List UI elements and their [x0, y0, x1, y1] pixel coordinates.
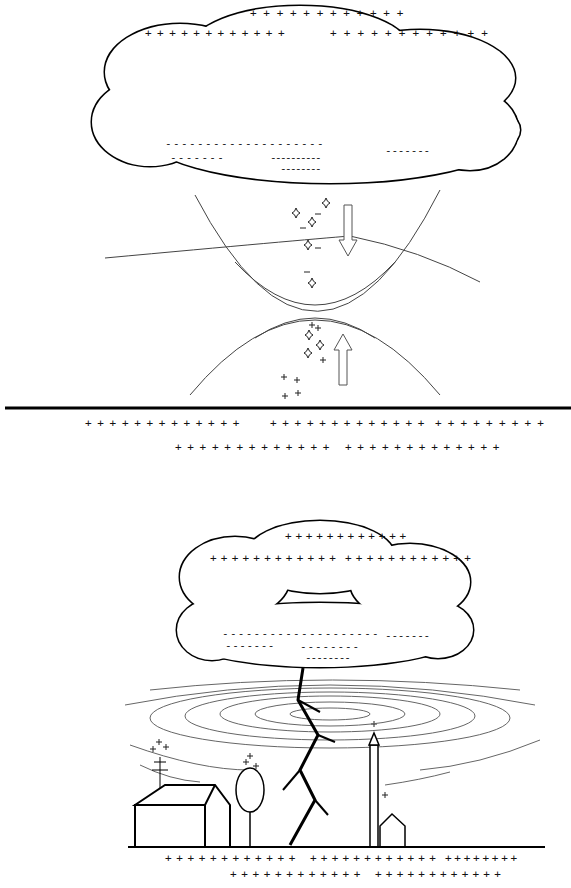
charge-sparks — [150, 198, 388, 798]
charge-row: ++++++++++++ — [310, 853, 440, 864]
charge-row: -------- — [300, 641, 360, 652]
charge-mark — [294, 377, 300, 383]
tree — [236, 768, 264, 847]
charge-mark — [305, 330, 313, 340]
field-lines — [105, 190, 480, 395]
charge-mark — [304, 240, 312, 250]
charge-mark — [322, 198, 330, 208]
field-rings — [125, 680, 540, 785]
ground-line — [128, 846, 545, 848]
charge-row: +++++++++++++ — [175, 442, 335, 453]
charge-row: ++++++++ — [445, 853, 520, 864]
charge-row: -------------------- — [222, 628, 380, 639]
charge-mark — [315, 214, 321, 215]
charge-row: -------------------- — [165, 138, 325, 149]
charge-mark — [309, 322, 315, 328]
charge-row: -------- — [280, 163, 320, 174]
charge-row: ++++++++++++ — [145, 28, 290, 39]
charge-row: ------- — [170, 152, 225, 163]
charge-mark — [320, 357, 326, 363]
charge-mark — [315, 248, 321, 249]
charge-mark — [316, 340, 324, 350]
charge-row: ++++++++++++ — [230, 869, 365, 880]
charge-row: +++++++++++++ — [345, 442, 505, 453]
charge-mark — [308, 217, 316, 227]
charge-mark — [247, 753, 253, 759]
charge-mark — [243, 759, 249, 765]
charge-mark — [156, 739, 162, 745]
charge-row: ++++++++++++ — [210, 553, 340, 564]
charge-mark — [300, 228, 306, 229]
flow-arrows — [334, 205, 357, 385]
charge-row: ++++++++++++ — [165, 853, 300, 864]
charge-mark — [163, 744, 169, 750]
charge-mark — [295, 390, 301, 396]
house — [135, 757, 230, 847]
charge-mark — [292, 208, 300, 218]
charge-row: ------- — [385, 145, 430, 156]
charge-mark — [150, 746, 156, 752]
charge-mark — [282, 393, 288, 399]
charge-row: ++++++++++++ — [345, 553, 475, 564]
charge-row: ++++++++++++ — [285, 531, 410, 542]
charge-row: ------- — [385, 630, 430, 641]
charge-row: ++++++++++++ — [375, 869, 505, 880]
charge-row: +++++++++++++ — [85, 418, 245, 429]
cloud-bottom — [177, 521, 473, 667]
charge-mark — [382, 792, 388, 798]
tower — [369, 733, 405, 847]
charge-row: +++++++++++++ — [270, 418, 430, 429]
charge-row: ++++++++++++ — [330, 28, 495, 39]
lightning-bolt — [283, 668, 335, 845]
ground-line — [5, 407, 571, 410]
charge-mark — [304, 272, 310, 273]
charge-mark — [304, 348, 312, 358]
charge-row: -------- — [305, 652, 350, 663]
charge-row: ------- — [225, 640, 275, 651]
charge-row: ++++++++++++ — [250, 8, 410, 19]
charge-mark — [281, 374, 287, 380]
charge-row: ---------- — [270, 152, 320, 163]
charge-mark — [308, 278, 316, 288]
cloud-top — [92, 6, 520, 183]
charge-row: +++++++++ — [435, 418, 550, 429]
charge-mark — [315, 325, 321, 331]
